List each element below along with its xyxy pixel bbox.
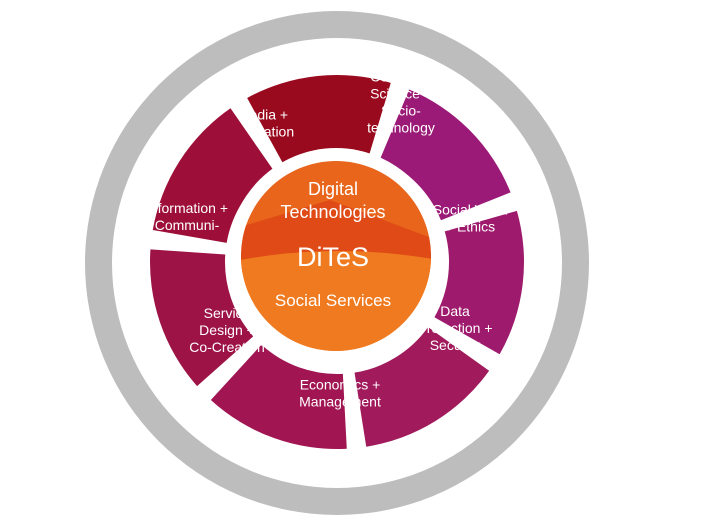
segment-information-communication [152, 108, 274, 243]
segment-label-computer-science-sociotechnology-line-1: Computer [370, 69, 432, 85]
segment-label-economics-management-line-1: Economics + [300, 377, 381, 393]
segment-label-information-communication-line-3: cation [168, 234, 205, 250]
center-top-line-2: Technologies [280, 202, 385, 222]
segment-label-information-communication-line-1: Information + [146, 200, 228, 216]
segment-economics-management [210, 344, 347, 449]
segment-label-computer-science-sociotechnology-line-4: technology [367, 120, 435, 136]
segment-social-work-ethics [434, 210, 524, 355]
segment-label-data-protection-security-line-1: Data [440, 303, 470, 319]
segment-label-service-design-co-creation-line-2: Design + [199, 322, 255, 338]
segment-service-design-co-creation [150, 249, 254, 387]
segment-label-computer-science-sociotechnology-line-2: Science + [370, 86, 432, 102]
center-hub: Digital Technologies DiTeS Social Servic… [228, 148, 444, 364]
segment-label-economics-management-line-2: Management [299, 394, 381, 410]
segment-label-service-design-co-creation-line-1: Service [204, 305, 251, 321]
segment-label-computer-science-sociotechnology-line-3: Socio- [381, 103, 421, 119]
segment-label-data-protection-security-line-2: Protection + [417, 320, 492, 336]
segment-computer-science-sociotechnology [380, 89, 511, 221]
segment-label-information-communication-line-2: Communi- [155, 217, 220, 233]
segment-label-social-work-ethics-line-2: + Ethics [445, 219, 495, 235]
segment-label-social-work-ethics-line-1: Social Work [433, 202, 508, 218]
segment-data-protection-security [354, 327, 490, 447]
segment-media-education [247, 74, 391, 164]
center-title: DiTeS [297, 242, 369, 272]
segment-label-media-education-line-1: Media + [238, 107, 288, 123]
center-bottom-label: Social Services [275, 291, 391, 310]
center-top-line-1: Digital [308, 179, 358, 199]
segment-label-service-design-co-creation-line-3: Co-Creation [189, 339, 264, 355]
segment-label-data-protection-security-line-3: Security [430, 337, 481, 353]
